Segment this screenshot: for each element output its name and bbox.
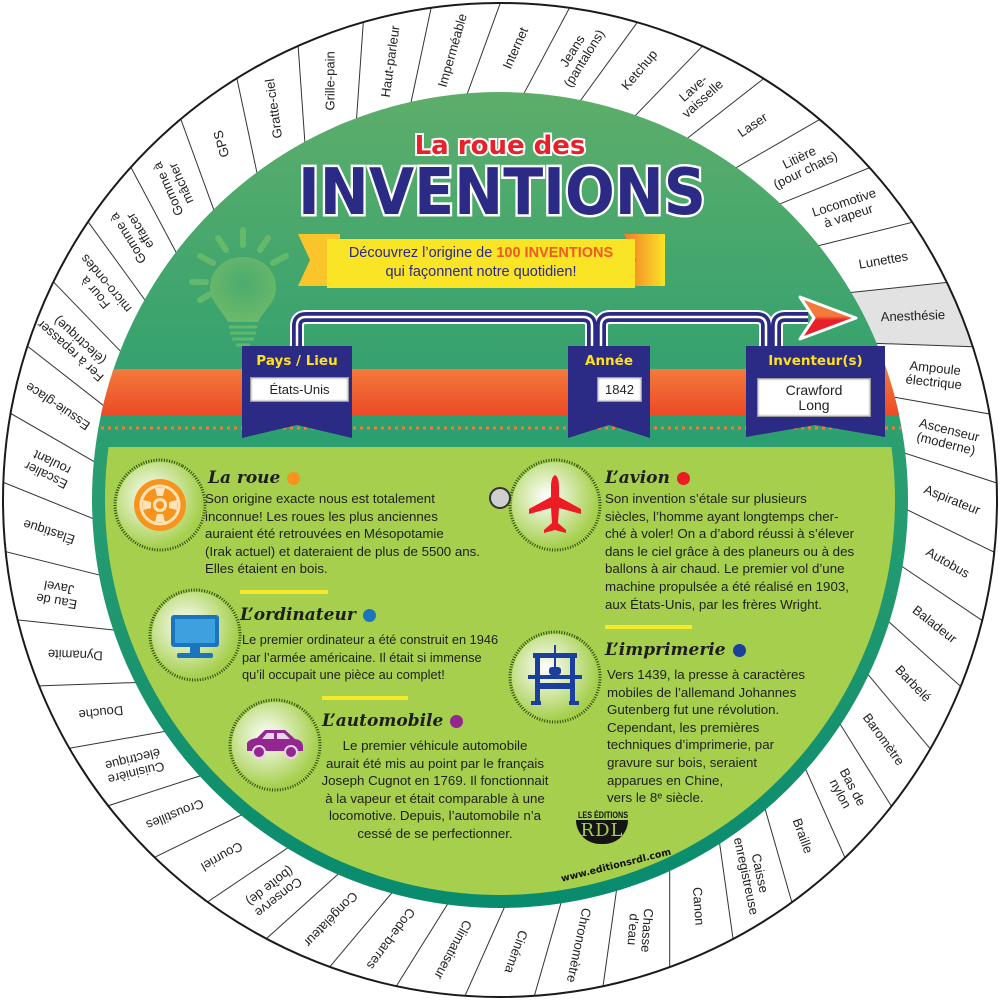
body-line: aurait été mis au point par le français — [325, 755, 545, 771]
printing-press-icon — [508, 630, 602, 724]
separator — [322, 696, 408, 700]
logo-mark: RDL — [576, 820, 628, 844]
body-line: Son invention s’étale sur plusieurs — [605, 491, 807, 506]
banner-line2: qui façonnent notre quotidien! — [385, 264, 577, 280]
wheel-item-label: d’eau — [624, 913, 642, 946]
body-line: vers le 8ᵉ siècle. — [607, 790, 704, 806]
wheel-item-label: Anesthésie — [880, 307, 946, 325]
body-line: dans le ciel grâce à des planeurs ou à d… — [605, 543, 855, 559]
body-line: inconnue! Les roues les plus anciennes — [205, 508, 438, 524]
airplane-icon — [508, 458, 602, 552]
body-line: Elles étaient en bois. — [205, 561, 328, 577]
country-value: États-Unis — [269, 382, 330, 397]
block-body: Son invention s’étale sur plusieurs siècl… — [605, 490, 854, 613]
year-label: Année — [585, 353, 633, 369]
year-field: 1842 — [597, 377, 642, 402]
wheel-item[interactable]: Canon — [689, 886, 708, 926]
banner-text-before: Découvrez l’origine de — [348, 245, 497, 261]
wheel-item[interactable]: Anesthésie — [880, 307, 946, 325]
publisher-logo: LES ÉDITIONS RDL — [572, 810, 632, 844]
year-value: 1842 — [605, 382, 634, 397]
body-line: cessé de se perfectionner. — [357, 825, 513, 841]
arrow-pointer-icon — [798, 295, 858, 341]
country-field: États-Unis — [250, 377, 349, 402]
block-title: L’imprimerie — [605, 640, 726, 660]
dot-blue — [362, 608, 376, 622]
title-line2: INVENTIONS — [298, 156, 706, 230]
body-line: (Irak actuel) et dateraient de plus de 5… — [205, 543, 480, 559]
banner-text: Découvrez l’origine de 100 INVENTIONS qu… — [327, 239, 635, 288]
body-line: qu’il occupait une pièce au complet! — [242, 667, 445, 683]
body-line: mobiles de l’allemand Johannes — [607, 684, 797, 700]
dot-navy — [732, 643, 746, 657]
inventor-label: Inventeur(s) — [768, 353, 863, 369]
body-line: Son origine exacte nous est totalement — [205, 491, 435, 506]
body-line: Vers 1439, la presse à caractères — [607, 667, 806, 682]
body-line: machine propulsée a été réalisé en 1903, — [605, 578, 849, 594]
banner-highlight: 100 INVENTIONS — [496, 245, 614, 261]
wheel-item-label: Dynamite — [47, 646, 103, 664]
body-line: Joseph Cugnot en 1769. Il fonctionnait — [321, 773, 549, 789]
separator — [605, 625, 692, 629]
pivot-rivet[interactable] — [489, 487, 511, 509]
block-title: L’automobile — [322, 711, 444, 731]
body-line: Le premier véhicule automobile — [342, 738, 528, 753]
body-line: Le premier ordinateur a été construit en… — [242, 632, 499, 647]
body-line: aux États-Unis, par les frères Wright. — [605, 596, 823, 612]
body-line: ché à voler! On a d’abord réussi à s’éle… — [605, 526, 855, 542]
wheel-item[interactable]: Grille-pain — [322, 51, 338, 111]
wheel-icon — [113, 458, 207, 552]
block-title: L’avion — [605, 468, 670, 488]
country-label: Pays / Lieu — [256, 353, 338, 369]
body-line: auraient été retrouvées en Mésopotamie — [205, 526, 444, 542]
block-title: La roue — [208, 468, 281, 488]
body-line: ballons à air chaud. Le premier vol d’un… — [605, 561, 845, 577]
dot-red — [676, 471, 690, 485]
body-line: techniques d’imprimerie, par — [607, 737, 775, 753]
title-line1: La roue des — [415, 131, 586, 161]
wheel-item-label: Canon — [689, 886, 708, 926]
block-body: Le premier véhicule automobile aurait été… — [310, 737, 560, 843]
wheel-item[interactable]: Dynamite — [47, 646, 103, 664]
computer-monitor-icon — [148, 588, 242, 682]
car-icon — [228, 698, 322, 792]
wheel-item-label: Grille-pain — [322, 51, 338, 111]
body-line: locomotive. Depuis, l’automobile n’a — [328, 808, 542, 824]
body-line: Gutenberg fut une révolution. — [607, 702, 780, 718]
inventor-field: Crawford Long — [757, 378, 871, 417]
connector-lines — [290, 310, 808, 350]
dot-purple — [450, 714, 464, 728]
block-body: Son origine exacte nous est totalement in… — [205, 490, 480, 578]
separator — [240, 590, 328, 594]
body-line: par l’armée américaine. Il était si imme… — [242, 649, 482, 665]
body-line: apparues en Chine, — [607, 772, 724, 788]
block-body: Vers 1439, la presse à caractères mobiles… — [607, 666, 805, 807]
logo-top-text: LES ÉDITIONS — [578, 810, 629, 820]
inventor-value-line1: Crawford — [785, 381, 843, 398]
body-line: siècles, l’homme ayant longtemps cher- — [605, 508, 839, 524]
inventor-value-line2: Long — [798, 396, 830, 413]
body-line: gravure sur bois, seraient — [607, 754, 758, 770]
lightbulb-icon — [189, 227, 289, 347]
block-title: L’ordinateur — [240, 605, 356, 625]
block-body: Le premier ordinateur a été construit en… — [242, 631, 498, 684]
dot-orange — [287, 471, 301, 485]
body-line: Cependant, les premières — [607, 719, 760, 735]
body-line: à la vapeur et était comparable à une — [325, 790, 545, 806]
ribbon-banner — [327, 239, 635, 288]
